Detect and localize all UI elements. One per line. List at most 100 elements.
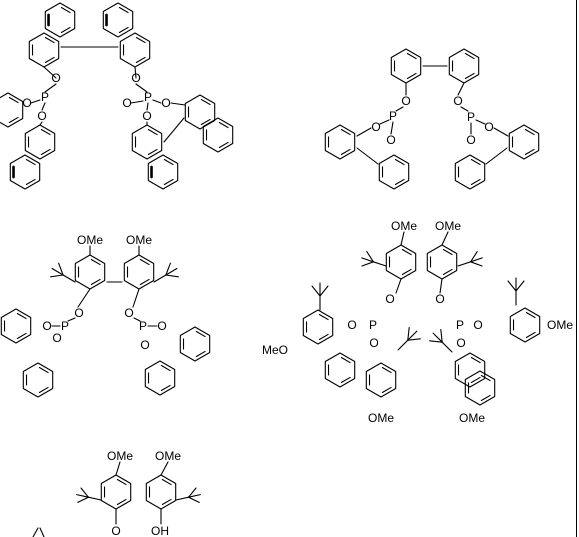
biphenyl-ring-d-double-bond xyxy=(160,364,171,372)
phosphorus-label: P xyxy=(61,319,69,333)
o-p-bond xyxy=(133,317,141,322)
tert-butyl-group-methyl xyxy=(470,257,483,263)
naph2-ring-b-double-bond xyxy=(44,36,55,44)
naph4-ring-a xyxy=(24,124,56,160)
tert-butyl-group-methyl xyxy=(80,487,89,498)
ring-left xyxy=(100,474,132,510)
oxygen-label: O xyxy=(51,71,60,85)
phosphorus-label: P xyxy=(389,109,397,123)
p-o-bond xyxy=(30,99,41,104)
naph2-ring-b-double-bond xyxy=(44,56,55,64)
tert-butyl-group-bond xyxy=(441,341,453,353)
oxygen-label: O xyxy=(52,331,61,345)
page-edge-divider xyxy=(576,0,577,537)
methoxy-label: OMe xyxy=(368,411,394,425)
tert-butyl-group-methyl xyxy=(429,340,443,343)
ring-bottom-right xyxy=(464,370,496,406)
naph2-ring-b xyxy=(28,32,60,68)
biphenyl-ring-a-double-bond xyxy=(340,128,351,136)
naph2-ring-a xyxy=(44,2,76,38)
phosphorus-label: P xyxy=(467,110,475,124)
biphenyl-ring-d xyxy=(144,360,176,396)
biphenyl-ring-left xyxy=(390,48,422,84)
biphenyl-ring-b-double-bond xyxy=(394,178,405,186)
oxygen-label: O xyxy=(473,318,482,332)
o-p-bond xyxy=(395,106,404,112)
ring-left-upper-double-bond xyxy=(318,333,329,341)
biphenyl-ring-a-double-bond xyxy=(340,148,351,156)
biaryl-bond xyxy=(356,147,379,165)
biaryl-bond xyxy=(163,117,185,143)
methoxy-label: OMe xyxy=(435,219,461,233)
phosphorus-label: P xyxy=(144,90,152,104)
methoxy-label: OMe xyxy=(126,233,152,247)
tert-butyl-group-methyl xyxy=(407,330,418,341)
ring-upper-left xyxy=(385,244,417,280)
biphenyl-ring-left-double-bond xyxy=(406,72,417,80)
o-c-bond xyxy=(493,127,509,137)
biphenyl-ring-right-double-bond xyxy=(464,52,475,60)
biphenyl-ring-a-double-bond xyxy=(16,332,27,340)
p-o-bond xyxy=(152,99,162,104)
ring-bottom-left-double-bond xyxy=(381,366,392,374)
ring-right-upper-double-bond xyxy=(525,331,536,339)
naph6-ring-a-double-bond xyxy=(200,118,211,126)
methoxy-label: MeO xyxy=(262,343,288,357)
tert-butyl-group-bond xyxy=(372,261,387,267)
biphenyl-ring-c xyxy=(508,124,540,160)
biphenyl-ring-c-double-bond xyxy=(195,330,206,338)
ring-right-double-bond xyxy=(139,278,150,286)
phosphorus-label: P xyxy=(139,319,147,333)
ring-left-upper-double-bond xyxy=(318,313,329,321)
tert-butyl-group-methyl xyxy=(361,257,374,263)
oxygen-label: O xyxy=(37,109,46,123)
naph5-ring-b-double-bond xyxy=(163,178,174,186)
tert-butyl-group-methyl xyxy=(407,338,421,341)
ring-right xyxy=(145,474,177,510)
tert-butyl-group-methyl xyxy=(319,285,329,297)
ring-left-lower xyxy=(324,352,356,388)
naph1-ring-a-double-bond xyxy=(118,6,129,14)
biphenyl-ring-b-double-bond xyxy=(394,158,405,166)
ring-left-lower-double-bond xyxy=(340,356,351,364)
ring-left-double-bond xyxy=(90,258,101,266)
methoxy-label: OMe xyxy=(391,219,417,233)
p-o-bond xyxy=(146,102,149,111)
hydroxyl-label: OH xyxy=(151,524,169,537)
naph5-ring-a xyxy=(131,124,163,160)
naph6-ring-b-double-bond xyxy=(218,141,229,149)
biphenyl-ring-d-double-bond xyxy=(470,158,481,166)
ring-left-double-bond xyxy=(90,278,101,286)
tert-butyl-group-methyl xyxy=(366,251,374,263)
p-o-bond xyxy=(41,102,46,111)
biphenyl-ring-d-double-bond xyxy=(160,384,171,392)
naph4-ring-b-double-bond xyxy=(25,158,36,166)
ring-right-double-bond xyxy=(161,478,172,486)
tert-butyl-group-methyl xyxy=(76,494,89,498)
c-o-bond xyxy=(395,278,402,294)
ring-right-double-bond xyxy=(139,258,150,266)
tert-butyl-group-methyl xyxy=(311,285,321,297)
tert-butyl-group-bond xyxy=(175,496,190,501)
o-p-bond xyxy=(460,106,469,112)
naph5-ring-b-double-bond xyxy=(163,158,174,166)
biphenyl-ring-b-double-bond xyxy=(38,366,49,374)
tert-butyl-group-bond xyxy=(153,274,167,283)
phosphorus-label: P xyxy=(456,318,464,332)
o-c-bond xyxy=(39,121,43,126)
oxygen-label: O xyxy=(369,336,378,350)
tert-butyl-group-methyl xyxy=(165,274,179,278)
c-ome-bond xyxy=(160,461,169,476)
ring-right-lower-double-bond xyxy=(470,376,481,384)
biphenyl-ring-d xyxy=(454,154,486,190)
oxygen-label: O xyxy=(466,133,475,147)
oxygen-label: O xyxy=(124,306,133,320)
tert-butyl-group-methyl xyxy=(407,327,410,341)
oxygen-label: O xyxy=(122,96,131,110)
tert-butyl-group-methyl xyxy=(165,262,171,276)
tert-butyl-group-methyl xyxy=(58,262,64,276)
naph1-ring-b-double-bond xyxy=(135,36,146,44)
naph4-ring-b-double-bond xyxy=(25,178,36,186)
biphenyl-ring-right xyxy=(448,48,480,84)
ring-upper-right-double-bond xyxy=(442,248,453,256)
